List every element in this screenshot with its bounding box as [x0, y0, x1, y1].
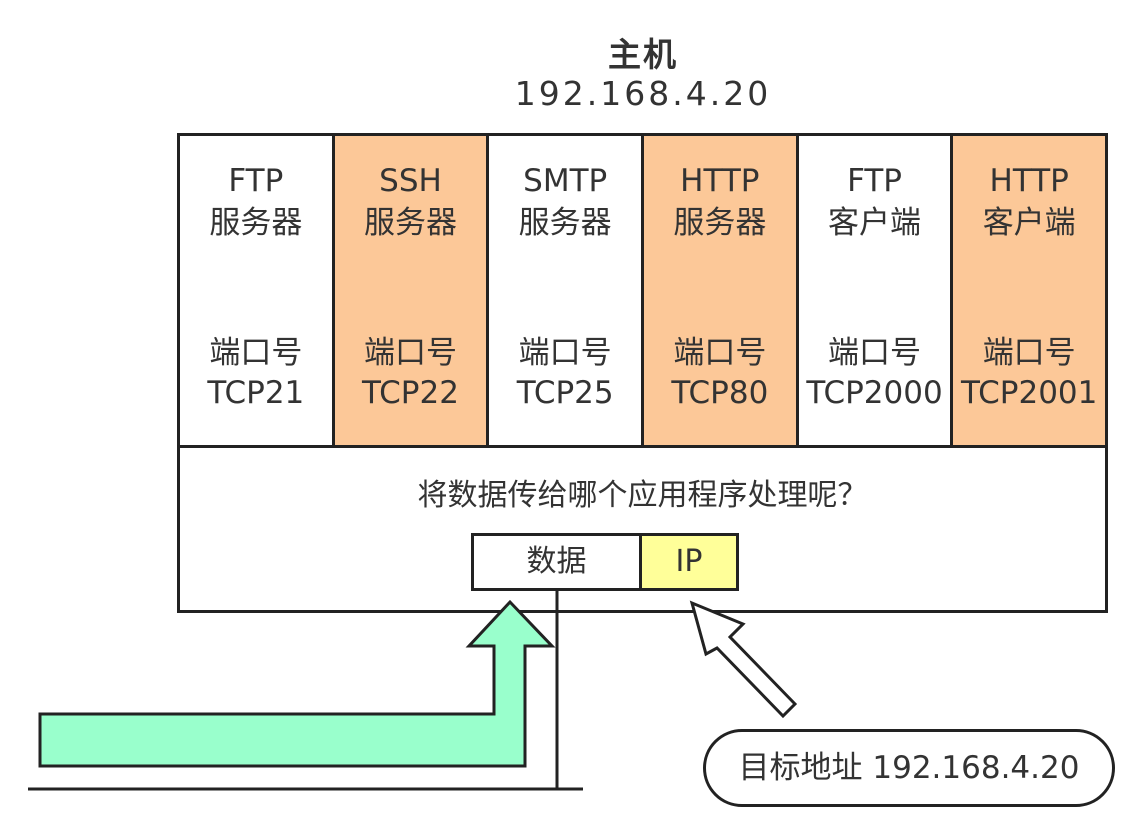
port-number: TCP22	[362, 375, 459, 411]
app-name: SMTP	[523, 163, 608, 199]
application-row: FTP 服务器 端口号 TCP21 SSH 服务器 端口号 TCP22 SMTP…	[180, 136, 1106, 448]
port-label: 端口号	[364, 335, 457, 371]
packet: 数据 IP	[471, 533, 739, 591]
port-label: 端口号	[982, 335, 1076, 371]
app-ftp-client: FTP 客户端 端口号 TCP2000	[799, 136, 954, 445]
packet-data-field: 数据	[474, 536, 642, 588]
app-name: HTTP	[680, 163, 760, 199]
app-role: 客户端	[828, 205, 922, 241]
app-role: 服务器	[364, 205, 457, 241]
port-number: TCP2000	[806, 375, 943, 411]
app-name: HTTP	[989, 163, 1069, 199]
port-number: TCP21	[207, 375, 305, 411]
app-role: 服务器	[209, 205, 303, 241]
app-http-server: HTTP 服务器 端口号 TCP80	[644, 136, 799, 445]
host-name: 主机	[608, 35, 678, 74]
port-label: 端口号	[828, 335, 922, 371]
app-role: 服务器	[518, 205, 612, 241]
app-role: 服务器	[673, 205, 767, 241]
ip-pointer-arrow	[689, 600, 798, 719]
incoming-data-arrow	[38, 599, 556, 768]
app-ftp-server: FTP 服务器 端口号 TCP21	[180, 136, 335, 445]
app-name: SSH	[379, 163, 442, 199]
port-number: TCP2001	[961, 375, 1098, 411]
app-ssh-server: SSH 服务器 端口号 TCP22	[334, 136, 490, 445]
app-name: FTP	[228, 163, 284, 199]
port-label: 端口号	[518, 335, 612, 371]
packet-ip-field: IP	[642, 536, 736, 588]
app-role: 客户端	[982, 205, 1076, 241]
app-name: FTP	[847, 163, 902, 199]
port-label: 端口号	[673, 335, 767, 371]
app-smtp-server: SMTP 服务器 端口号 TCP25	[489, 136, 645, 445]
app-http-client: HTTP 客户端 端口号 TCP2001	[953, 136, 1106, 445]
port-number: TCP25	[516, 375, 614, 411]
destination-address-bubble: 目标地址 192.168.4.20	[703, 729, 1115, 807]
host-ip-address: 192.168.4.20	[514, 74, 772, 113]
question-text: 将数据传给哪个应用程序处理呢？	[417, 478, 868, 513]
port-number: TCP80	[671, 375, 769, 411]
port-label: 端口号	[209, 335, 303, 371]
